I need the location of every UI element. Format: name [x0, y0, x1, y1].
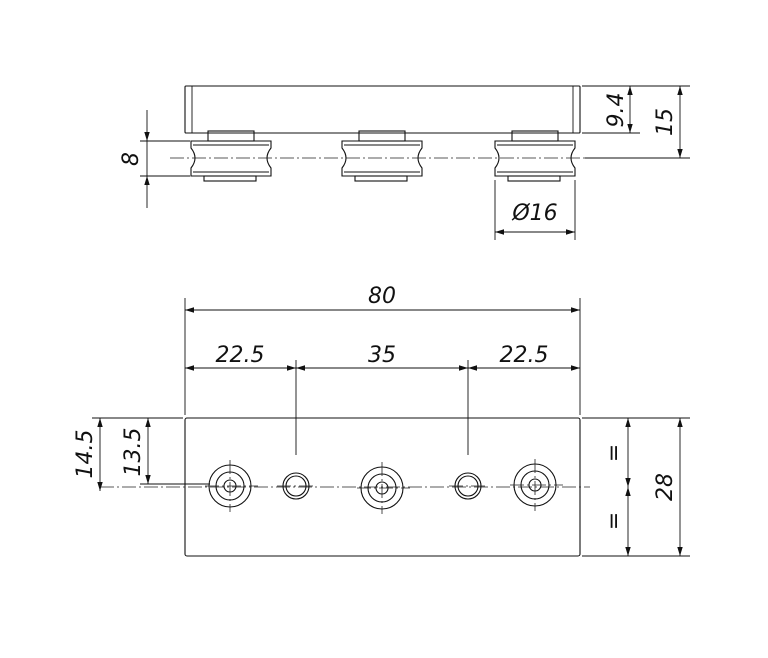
dim-label-15: 15	[653, 108, 678, 136]
roller-middle	[341, 130, 423, 182]
small-hole-right	[449, 472, 487, 500]
roller-hole-middle	[357, 462, 410, 514]
roller-right	[494, 130, 576, 182]
dim-label-80: 80	[368, 284, 396, 309]
dim-label-equal-top: =	[602, 444, 627, 462]
dim-overall-width: 28	[653, 418, 683, 556]
dim-label-22-5-right: 22.5	[500, 343, 549, 368]
dim-roller-pitch: 8	[119, 110, 190, 208]
dim-label-22-5-left: 22.5	[216, 343, 265, 368]
dim-roller-diameter: Ø16	[494, 180, 576, 240]
top-view: 80 22.5 35 22.5 14.5 13.5	[73, 284, 690, 557]
dim-overall-height: 15	[585, 86, 690, 159]
dim-label-equal-bottom: =	[602, 512, 627, 530]
dim-equal-halves: = =	[582, 417, 690, 557]
plate-side	[184, 85, 581, 134]
dim-label-28: 28	[653, 473, 678, 501]
dim-label-14-5: 14.5	[73, 430, 98, 479]
roller-hole-right	[510, 459, 563, 511]
small-hole-left	[277, 472, 315, 500]
dim-left-offsets: 14.5 13.5	[73, 417, 210, 491]
dim-label-13-5: 13.5	[121, 428, 146, 477]
roller-left	[190, 130, 272, 182]
dim-hole-spacing-chain: 22.5 35 22.5	[185, 343, 580, 455]
dim-overall-length: 80	[184, 284, 581, 415]
dim-plate-thickness: 9.4	[582, 85, 690, 134]
dim-label-9-4: 9.4	[604, 93, 629, 128]
roller-hole-left	[205, 460, 258, 512]
dim-label-8: 8	[119, 152, 144, 166]
side-view: 8 9.4 15 Ø16	[119, 85, 690, 240]
dim-label-35: 35	[368, 343, 396, 368]
dim-label-diameter-16: Ø16	[511, 201, 557, 226]
